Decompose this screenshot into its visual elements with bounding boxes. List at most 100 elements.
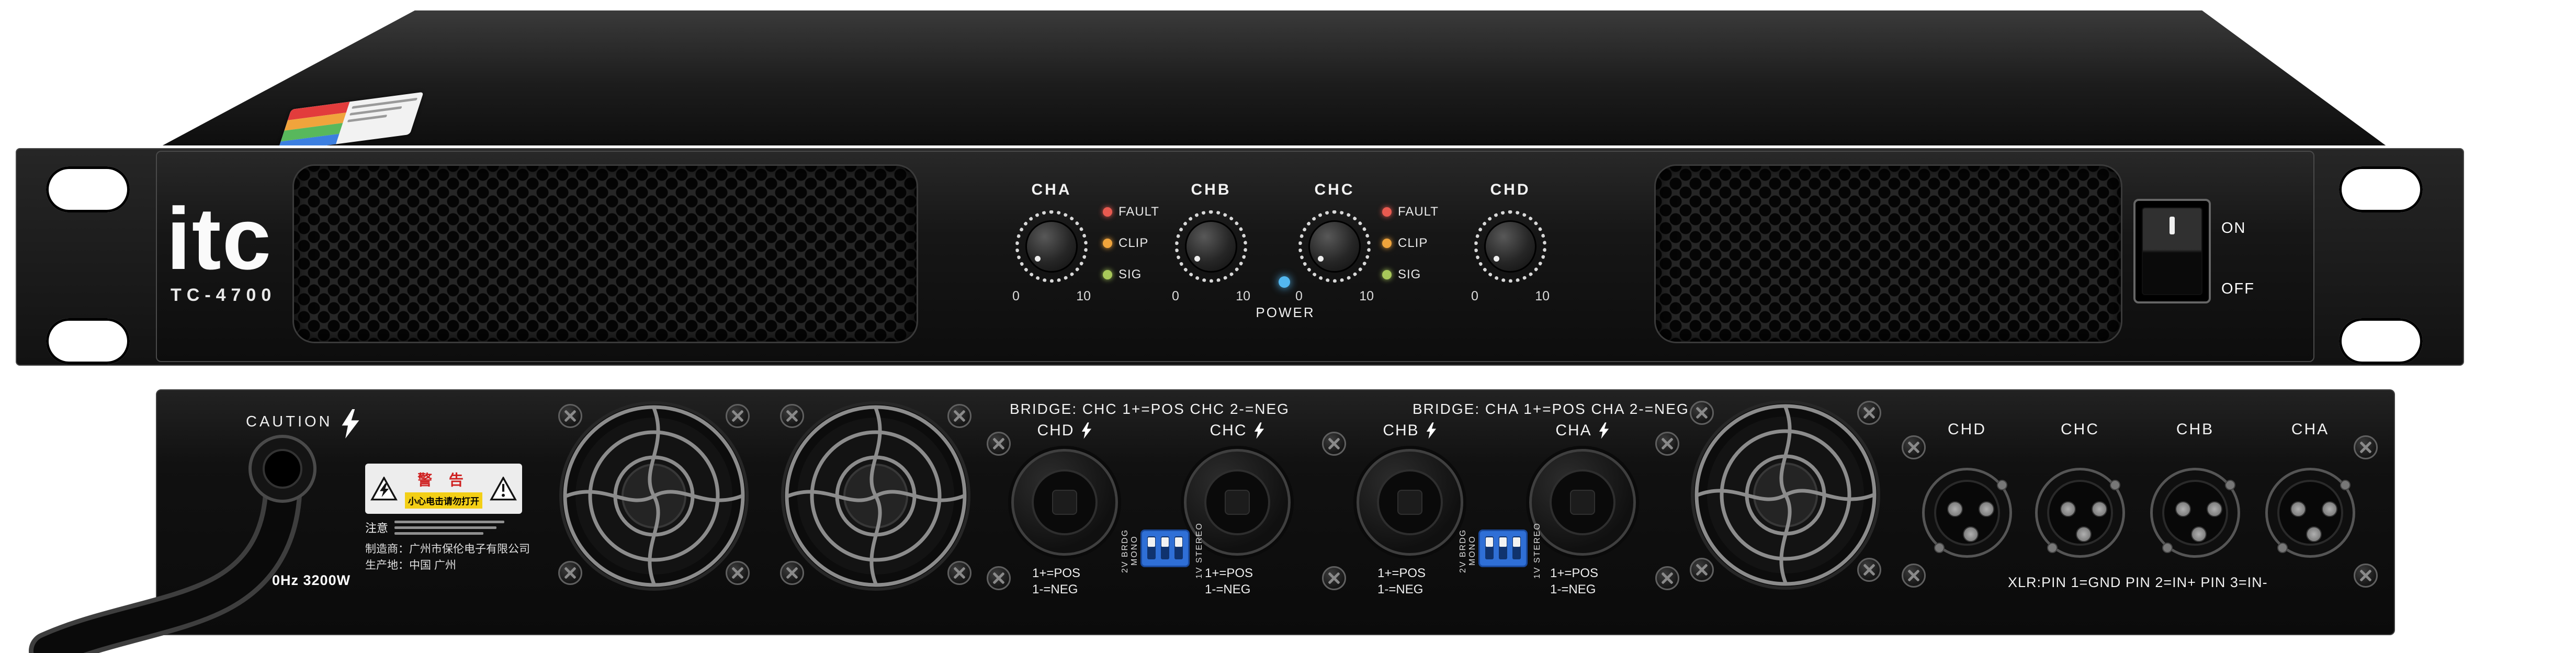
speakon-pinout-cha: 1+=POS 1-=NEG xyxy=(1550,566,1599,596)
cross-screw xyxy=(1322,432,1346,456)
clip-led xyxy=(1382,239,1392,248)
xlr-label-chb: CHB xyxy=(2176,421,2215,438)
xlr-pin xyxy=(1963,526,1979,542)
exclamation-warning-icon xyxy=(490,477,517,501)
knob-scale: 0 10 xyxy=(1295,289,1374,304)
fault-led xyxy=(1382,207,1392,217)
lightning-bolt-icon xyxy=(1254,422,1264,439)
cross-screw xyxy=(726,561,750,585)
xlr-pin xyxy=(2175,501,2191,517)
sig-indicator-row: SIG xyxy=(1382,267,1439,282)
knob-body[interactable] xyxy=(1185,220,1237,273)
led-indicator-group-ab: FAULT CLIP SIG xyxy=(1103,205,1159,282)
speakon-label-cha: CHA xyxy=(1530,422,1635,440)
volume-knob-chb[interactable] xyxy=(1175,210,1247,283)
scale-max: 10 xyxy=(1535,289,1550,303)
electric-shock-warning-icon xyxy=(370,477,398,501)
scale-max: 10 xyxy=(1359,289,1374,303)
attention-note: 注意 xyxy=(365,519,505,536)
sig-led-label: SIG xyxy=(1398,267,1421,282)
power-rocker[interactable] xyxy=(2142,207,2202,295)
fault-indicator-row: FAULT xyxy=(1382,205,1439,219)
cross-screw xyxy=(2354,435,2378,459)
lightning-bolt-icon xyxy=(342,409,359,438)
knob-body[interactable] xyxy=(1308,220,1361,273)
cross-screw xyxy=(1902,435,1926,459)
volume-knob-cha[interactable] xyxy=(1015,210,1088,283)
xlr-pin xyxy=(2060,501,2076,517)
rack-mount-hole xyxy=(46,166,130,212)
fault-led-label: FAULT xyxy=(1118,205,1159,219)
lightning-bolt-icon xyxy=(1426,422,1436,439)
sig-led xyxy=(1103,270,1112,279)
hologram-label xyxy=(277,92,424,145)
speakon-output-chb xyxy=(1357,449,1463,556)
channel-c-control: CHC 0 10 xyxy=(1282,181,1387,304)
knob-pointer xyxy=(1494,256,1499,262)
speakon-pinout-chc: 1+=POS 1-=NEG xyxy=(1205,566,1253,596)
speakon-output-chc xyxy=(1184,449,1291,556)
brand-logo: itc xyxy=(166,189,273,288)
warning-title: 警 告 xyxy=(417,472,470,488)
cross-screw xyxy=(1655,432,1679,456)
cross-screw xyxy=(1902,564,1926,588)
xlr-label-cha: CHA xyxy=(2291,421,2330,438)
knob-body[interactable] xyxy=(1025,220,1078,273)
cross-screw xyxy=(1655,566,1679,590)
scale-min: 0 xyxy=(1295,289,1303,303)
cross-screw xyxy=(947,404,971,428)
fine-print xyxy=(394,520,505,535)
xlr-label-chd: CHD xyxy=(1948,421,1986,438)
cross-screw xyxy=(987,432,1011,456)
mode-dip-switch-ab[interactable] xyxy=(1478,530,1528,567)
ventilation-grille-left xyxy=(292,164,918,343)
scale-max: 10 xyxy=(1076,289,1091,303)
bridge-label-ab: BRIDGE: CHA 1+=POS CHA 2-=NEG xyxy=(1413,401,1689,417)
warning-sticker: 警 告 小心电击请勿打开 xyxy=(365,464,522,514)
speakon-label-chd: CHD xyxy=(1012,422,1117,440)
xlr-input-chb xyxy=(2150,468,2240,558)
channel-a-control: CHA 0 10 xyxy=(999,181,1104,304)
cooling-fan xyxy=(781,401,970,591)
dip-label-right: 1V STEREO xyxy=(1195,522,1204,579)
knob-pointer xyxy=(1194,256,1200,262)
cross-screw xyxy=(987,566,1011,590)
power-switch[interactable] xyxy=(2133,199,2211,303)
knob-pointer xyxy=(1318,256,1324,262)
rack-mount-hole xyxy=(2339,166,2423,212)
cooling-fan xyxy=(559,401,749,591)
scale-min: 0 xyxy=(1471,289,1478,303)
manufacturer-line: 制造商：广州市保伦电子有限公司 xyxy=(365,543,530,555)
volume-knob-chd[interactable] xyxy=(1474,210,1546,283)
clip-indicator-row: CLIP xyxy=(1103,236,1159,250)
volume-knob-chc[interactable] xyxy=(1298,210,1371,283)
speakon-label-chb: CHB xyxy=(1358,422,1462,440)
cross-screw xyxy=(558,404,582,428)
knob-body[interactable] xyxy=(1484,220,1536,273)
rocker-on-mark xyxy=(2170,217,2175,234)
model-number: TC-4700 xyxy=(171,285,277,305)
speakon-output-chd xyxy=(1011,449,1118,556)
clip-led-label: CLIP xyxy=(1118,236,1149,250)
xlr-input-cha xyxy=(2265,468,2355,558)
xlr-pin xyxy=(2290,501,2306,517)
knob-scale: 0 10 xyxy=(1471,289,1550,304)
cross-screw xyxy=(1690,401,1714,425)
channel-label: CHC xyxy=(1314,181,1355,198)
bridge-label-cd: BRIDGE: CHC 1+=POS CHC 2-=NEG xyxy=(1010,401,1290,417)
power-rating: 0Hz 3200W xyxy=(272,572,351,588)
xlr-label-chc: CHC xyxy=(2061,421,2099,438)
cross-screw xyxy=(1322,566,1346,590)
speakon-output-cha xyxy=(1529,449,1636,556)
cooling-fan xyxy=(1691,400,1880,590)
fault-indicator-row: FAULT xyxy=(1103,205,1159,219)
knob-scale: 0 10 xyxy=(1012,289,1091,304)
scale-min: 0 xyxy=(1172,289,1179,303)
xlr-pin xyxy=(2076,526,2092,542)
lightning-bolt-icon xyxy=(1599,422,1609,439)
warning-subtitle: 小心电击请勿打开 xyxy=(405,492,482,509)
switch-off-label: OFF xyxy=(2221,280,2255,297)
fault-led-label: FAULT xyxy=(1398,205,1439,219)
mode-dip-switch-cd[interactable] xyxy=(1140,530,1190,567)
